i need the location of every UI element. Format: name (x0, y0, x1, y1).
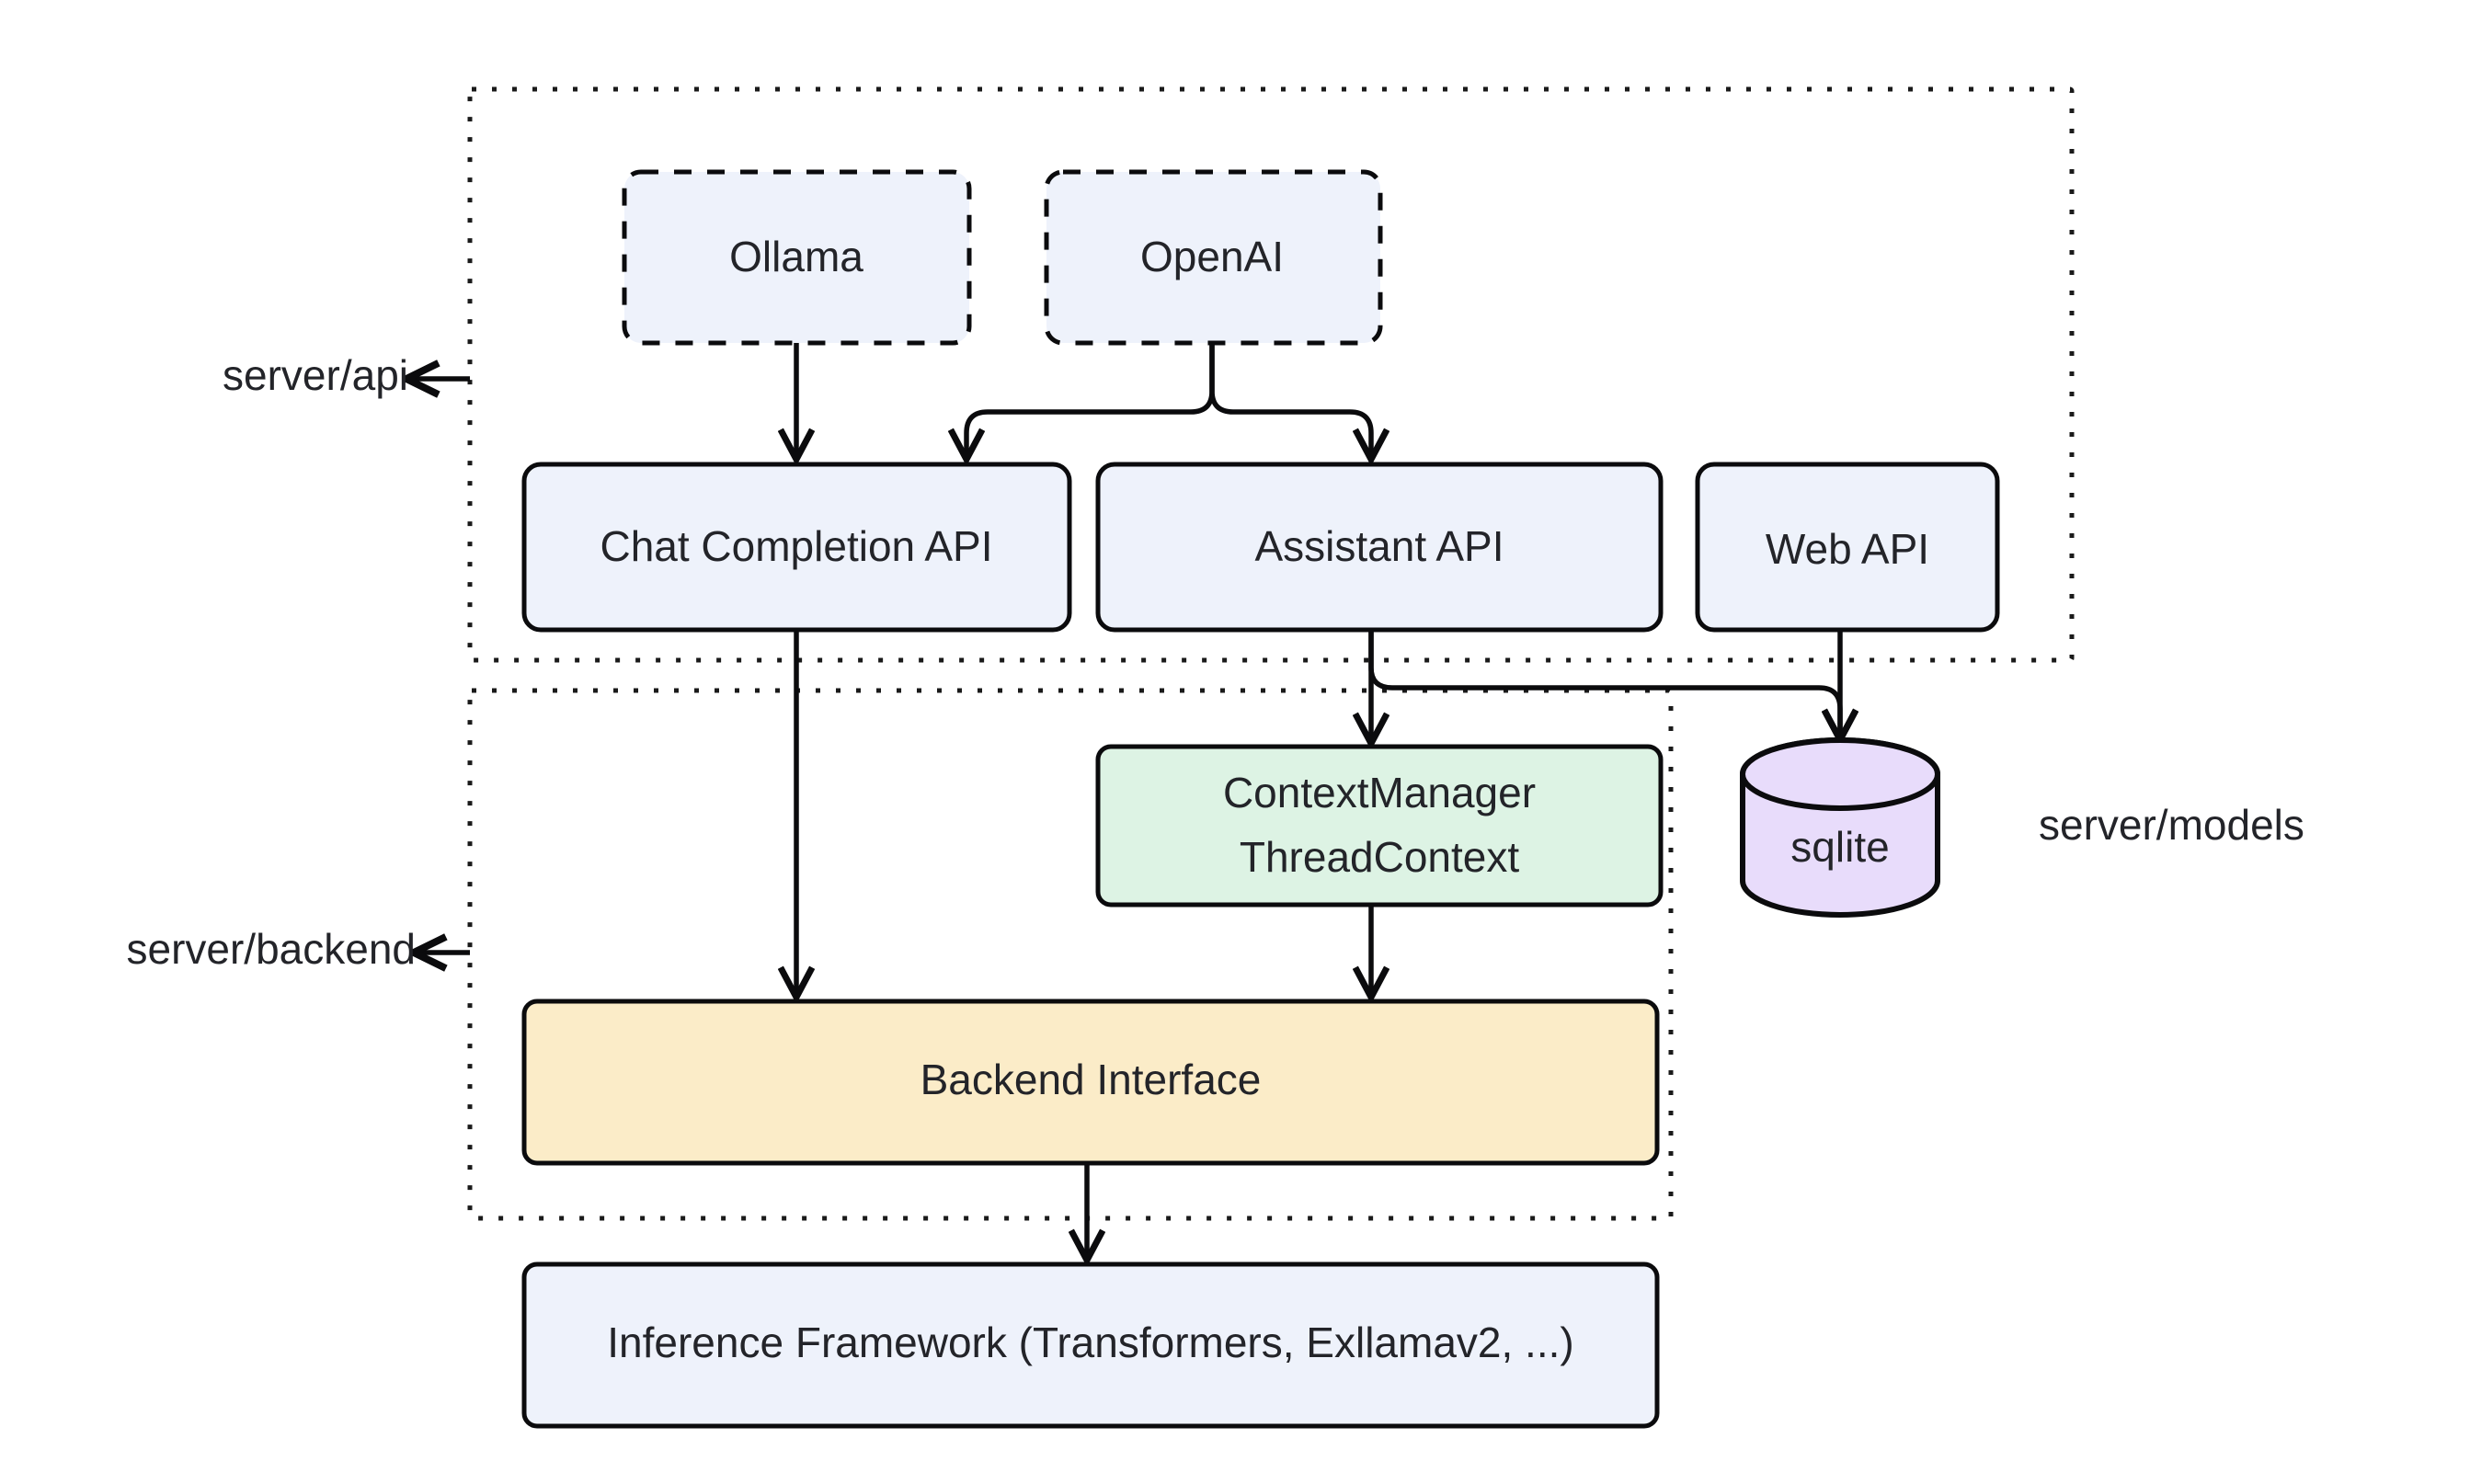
node-sqlite-label: sqlite (1790, 823, 1889, 871)
node-backend-interface[interactable]: Backend Interface (521, 999, 1660, 1166)
node-backend-interface-shape[interactable] (521, 999, 1660, 1166)
node-backend-interface-label: Backend Interface (921, 1056, 1262, 1103)
node-web-api-label: Web API (1766, 525, 1929, 573)
node-inference-framework-shape[interactable] (521, 1261, 1660, 1429)
node-chat-completion-api-label: Chat Completion API (600, 522, 992, 570)
node-ollama[interactable]: Ollama (622, 169, 972, 346)
node-chat-completion-api-shape[interactable] (521, 462, 1072, 633)
node-inference-framework-label: Inference Framework (Transformers, Exlla… (607, 1318, 1573, 1366)
node-ollama-label: Ollama (729, 233, 863, 280)
group-label-server-backend: server/backend (127, 925, 417, 973)
group-label-server-models: server/models (2039, 801, 2304, 849)
node-web-api-shape[interactable] (1695, 462, 2000, 633)
node-context-manager[interactable]: ContextManager ThreadContext (1095, 744, 1664, 908)
node-inference-framework[interactable]: Inference Framework (Transformers, Exlla… (521, 1261, 1660, 1429)
group-label-server-api: server/api (223, 351, 408, 399)
node-web-api[interactable]: Web API (1695, 462, 2000, 633)
node-ollama-shape[interactable] (622, 169, 972, 346)
node-assistant-api-label: Assistant API (1254, 522, 1504, 570)
node-assistant-api[interactable]: Assistant API (1095, 462, 1664, 633)
node-openai-shape[interactable] (1044, 169, 1383, 346)
node-sqlite[interactable]: sqlite (1739, 737, 1941, 918)
node-chat-completion-api[interactable]: Chat Completion API (521, 462, 1072, 633)
cluster-server-api (467, 86, 2075, 663)
node-openai[interactable]: OpenAI (1044, 169, 1383, 346)
node-sqlite-top-ellipse (1739, 737, 1941, 811)
node-context-manager-label-line2: ThreadContext (1240, 833, 1519, 881)
node-context-manager-label-line1: ContextManager (1223, 769, 1536, 816)
node-context-manager-shape[interactable] (1095, 744, 1664, 908)
node-openai-label: OpenAI (1140, 233, 1284, 280)
node-assistant-api-shape[interactable] (1095, 462, 1664, 633)
edge-openai-to-assistant-api (1209, 342, 1371, 457)
